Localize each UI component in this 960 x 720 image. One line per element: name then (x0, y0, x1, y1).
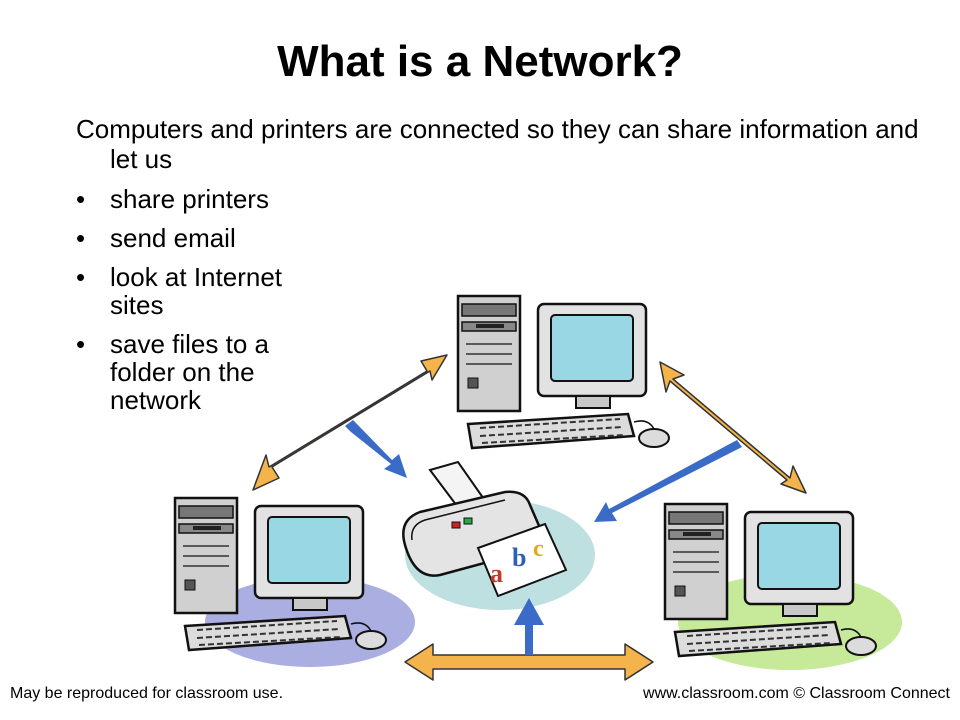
double-arrow-right-icon (659, 361, 807, 494)
bullet-dot: • (76, 184, 86, 214)
paper-letter-b: b (512, 543, 526, 572)
intro-text: Computers and printers are connected so … (76, 114, 919, 174)
bullet-item: • save files to a folder on the network (76, 330, 300, 414)
double-arrow-bottom-icon (404, 643, 654, 681)
bullet-item: • share printers (76, 185, 340, 213)
arrow-to-printer-right-icon (594, 440, 742, 522)
double-arrow-left-icon (252, 354, 448, 491)
slide-title: What is a Network? (277, 37, 683, 86)
bullet-dot: • (76, 262, 86, 292)
printer-icon: a b c (402, 460, 568, 598)
bullet-item: • send email (76, 224, 340, 252)
paper-letter-a: a (490, 559, 503, 588)
bullet-text: look at Internet sites (110, 262, 282, 320)
bullet-text: send email (110, 223, 236, 253)
bullet-dot: • (76, 223, 86, 253)
arrow-to-printer-bottom-icon (514, 598, 544, 655)
computer-top (456, 294, 671, 450)
bullet-text: share printers (110, 184, 269, 214)
bullet-dot: • (76, 329, 86, 359)
footer-left: May be reproduced for classroom use. (10, 685, 284, 702)
footer-right: www.classroom.com © Classroom Connect (643, 685, 950, 702)
bullet-list: • share printers • send email • look at Int… (76, 185, 340, 425)
bullet-text: save files to a folder on the network (110, 329, 269, 415)
arrow-to-printer-left-icon (345, 420, 407, 478)
paper-letter-c: c (533, 536, 544, 562)
bullet-item: • look at Internet sites (76, 263, 340, 319)
